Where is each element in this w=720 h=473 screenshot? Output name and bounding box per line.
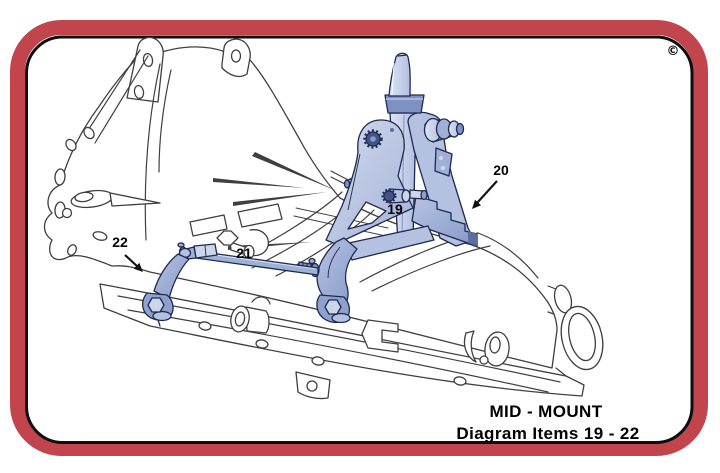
callout-arrowhead-22	[133, 262, 143, 272]
bell-strut	[84, 49, 149, 144]
tail-seam	[477, 232, 539, 279]
transmission-drawing	[43, 36, 604, 400]
caption: MID - MOUNT Diagram Items 19 - 22	[456, 402, 639, 443]
bolt-hole	[133, 84, 145, 100]
caption-line-2: Diagram Items 19 - 22	[456, 424, 639, 443]
case-panel	[189, 214, 228, 237]
frame-border	[10, 20, 708, 456]
stick-tip-line	[397, 54, 408, 57]
stick-highlight	[391, 62, 395, 95]
hex-bolt	[324, 299, 342, 315]
washer	[331, 312, 351, 324]
caption-line-1: MID - MOUNT	[490, 402, 603, 421]
output-flange	[547, 284, 604, 377]
mount-bracket-end-face	[468, 231, 477, 246]
clamp-screw	[440, 165, 446, 171]
arm-inner-line	[327, 246, 341, 279]
callout-20: 20	[493, 162, 509, 178]
bolt-hole	[230, 49, 242, 63]
clamp-detail	[434, 147, 453, 177]
callout-19: 19	[387, 201, 403, 217]
serrated-nut	[363, 129, 383, 149]
bell-housing-boss	[61, 189, 161, 219]
plate-edge-line	[347, 153, 361, 211]
shifter-bracket-front-plate	[325, 119, 414, 245]
oil-pan	[99, 283, 585, 400]
bell-inner-contour	[144, 63, 161, 241]
tail-seam	[371, 245, 491, 292]
callout-21: 21	[236, 245, 252, 261]
case-panel	[237, 203, 283, 228]
pivot-shaft	[423, 117, 465, 143]
bushing	[230, 296, 271, 334]
lever-collar	[384, 94, 425, 114]
boss-cylinder	[381, 188, 428, 204]
bell-inner-contour	[158, 69, 172, 173]
callout-22: 22	[112, 234, 128, 250]
callouts: 19 20 21 22	[112, 162, 509, 272]
pivot-stud	[216, 229, 269, 260]
rear-mount	[463, 330, 510, 367]
shift-lever-arm-22	[141, 247, 192, 327]
bolt-hole	[142, 52, 154, 68]
rod-highlight	[197, 251, 317, 270]
rivet-hole	[390, 128, 394, 132]
callout-arrow-20	[476, 180, 498, 204]
crossmember-bracket	[361, 319, 399, 353]
shifter-assembly	[141, 52, 478, 327]
clamp-screw	[438, 155, 444, 161]
callout-arrowhead-20	[472, 199, 481, 209]
callout-arrow-22	[124, 254, 139, 268]
copyright-symbol: ©	[667, 44, 680, 59]
